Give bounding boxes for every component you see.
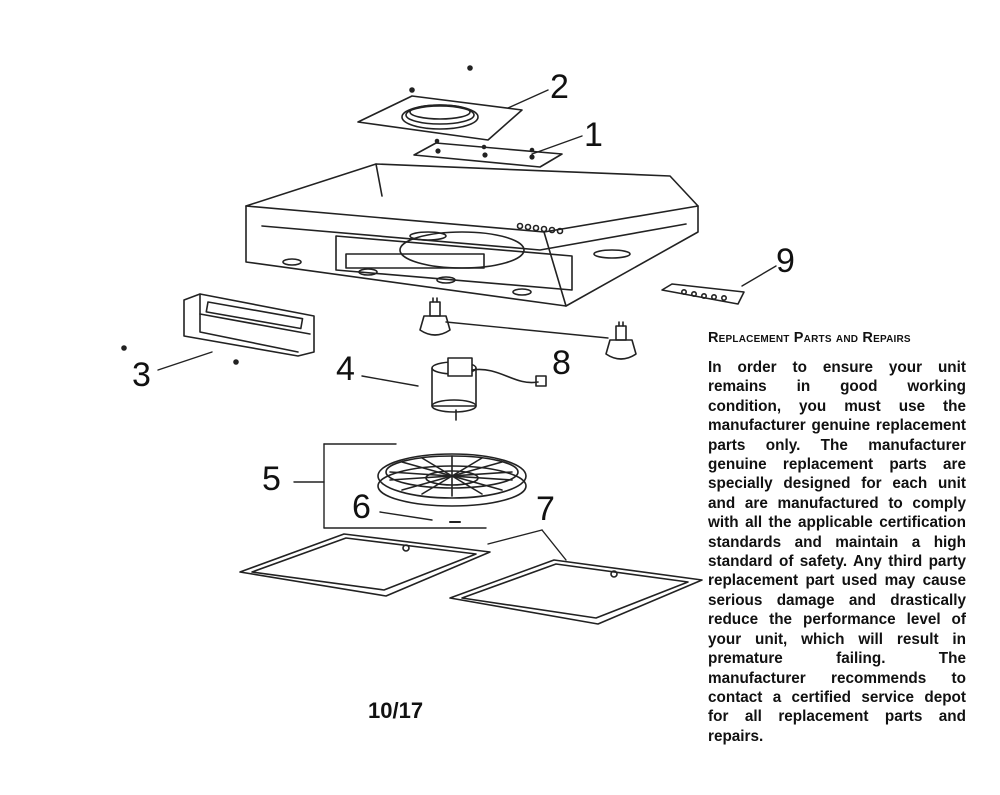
replacement-parts-panel: Replacement Parts and Repairs In order t… (708, 330, 966, 746)
callout-7: 7 (536, 490, 555, 528)
duct-collar-plate (357, 65, 523, 141)
callout-9: 9 (776, 242, 795, 280)
callout-1: 1 (584, 116, 603, 154)
grease-filter-right (449, 559, 703, 625)
range-hood-body (245, 163, 699, 307)
mounting-bracket (413, 138, 563, 168)
panel-title: Replacement Parts and Repairs (708, 330, 911, 346)
switch-board (661, 283, 745, 305)
panel-body: In order to ensure your unit remains in … (708, 359, 966, 745)
callout-8: 8 (552, 344, 571, 382)
page-number: 10/17 (368, 698, 424, 723)
callout-4: 4 (336, 350, 355, 388)
halogen-bulb-left (419, 297, 451, 336)
fan-motor (431, 357, 547, 421)
callout-6: 6 (352, 488, 371, 526)
callout-3: 3 (132, 356, 151, 394)
callout-2: 2 (550, 68, 569, 106)
callout-5: 5 (262, 460, 281, 498)
light-housing (121, 293, 315, 365)
leader-lines (157, 89, 777, 561)
grease-filter-left (239, 533, 491, 597)
fan-blower (377, 453, 527, 507)
halogen-bulb-right (605, 321, 637, 360)
